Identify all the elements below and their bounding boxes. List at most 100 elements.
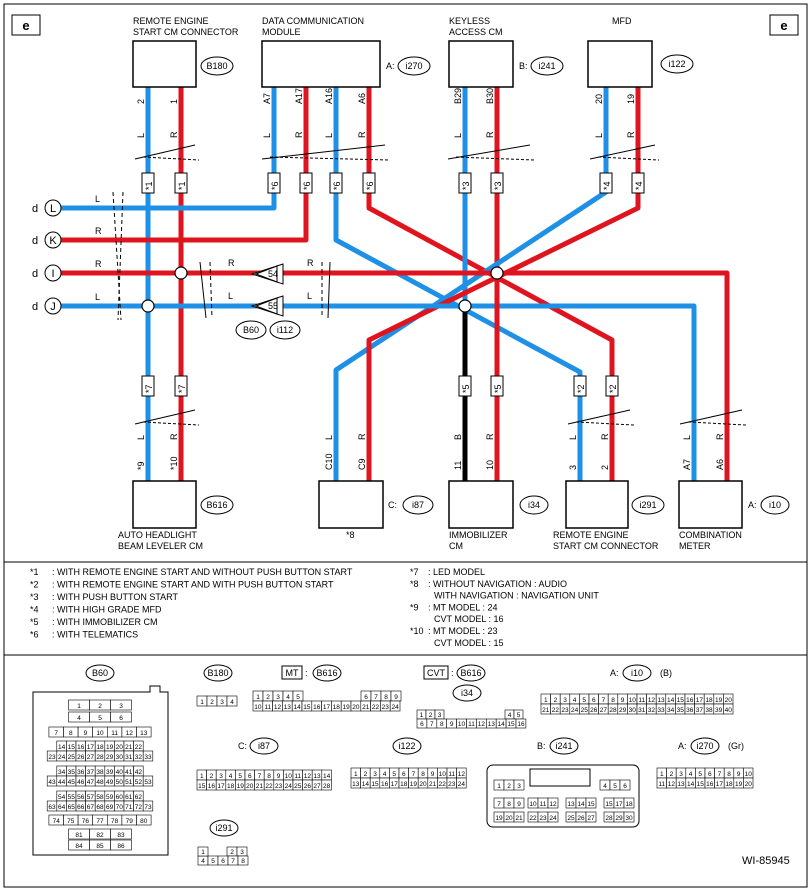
conn-i291-badge-ring (209, 819, 239, 837)
conn-i122-pin: 2 (364, 771, 368, 778)
bottom-module-unit8-prefix: C: (388, 500, 397, 510)
conn-b60-pin: 19 (106, 744, 114, 751)
conn-b616-colon: : (305, 668, 308, 678)
conn-b616c-tag-box (423, 665, 449, 680)
wirecolor-top-7: R (485, 131, 495, 138)
conn-b616-c-pin: 24 (391, 704, 399, 711)
conn-i270-pin: 20 (745, 781, 753, 788)
conn-i87-prefix: C: (238, 741, 247, 751)
conn-i241-r3c-cell (585, 811, 597, 823)
conn-i241-r1a-pin: 3 (517, 783, 521, 790)
wirecolor-top-1: R (169, 131, 179, 138)
wirecolor-top-3: R (294, 131, 304, 138)
conn-b60-pin: 56 (77, 794, 85, 801)
conn-i122-pin: 6 (402, 771, 406, 778)
conn-i241-r1b-pin: 4 (603, 783, 607, 790)
conn-b60-pin: 38 (96, 769, 104, 776)
note-right-key-5: *10 (410, 626, 424, 636)
conn-i241-r1a-pin: 1 (497, 783, 501, 790)
conn-i10-pin: 18 (705, 697, 713, 704)
conn-i34-a-pin: 2 (429, 712, 433, 719)
shield-dash-top-2 (455, 156, 535, 161)
conn-i122-pin: 19 (410, 781, 418, 788)
conn-b616-badge: B616 (316, 668, 337, 678)
note-box-top-5 (362, 172, 376, 194)
conn-i241-r3c-pin: 26 (577, 815, 585, 822)
conn-b60-cell (110, 839, 132, 851)
conn-i87-pin: 16 (208, 783, 216, 790)
conn-i241-r1a-pin: 2 (507, 783, 511, 790)
conn-i270-pin: 9 (737, 771, 741, 778)
bottom-module-unit8: C: i87 *8 (318, 480, 434, 540)
bottom-module-headlight-label1: AUTO HEADLIGHT (118, 530, 197, 540)
note-box-bottom-4 (573, 375, 587, 397)
conn-i241-r2a-pin: 7 (497, 801, 501, 808)
conn-i34-c-pin: 10 (458, 721, 466, 728)
conn-i270-pin: 4 (689, 771, 693, 778)
bottom-module-immob: i34 IMMOBILIZER CM (448, 480, 549, 551)
conn-i87-pin: 14 (323, 773, 331, 780)
note-top-3: *6 (302, 181, 312, 190)
wirecolor-bottom-8: L (682, 435, 692, 440)
conn-i241-r2a-cell (513, 797, 525, 809)
conn-i10-pin: 20 (725, 697, 733, 704)
conn-b60-cell (110, 828, 132, 840)
top-module-dcm-label2: MODULE (262, 27, 301, 37)
joint-badge-i112: i112 (277, 325, 293, 335)
conn-i87-pin: 4 (229, 773, 233, 780)
note-left-key-4: *5 (30, 617, 39, 627)
note-right-text-2: WITH NAVIGATION : NAVIGATION UNIT (434, 591, 599, 601)
shield-dash-top-3 (597, 156, 660, 161)
bottom-module-headlight: B616 AUTO HEADLIGHT BEAM LEVELER CM (118, 480, 234, 551)
wire-label-mid-3: L (307, 291, 312, 301)
conn-i241-r1b-pin: 6 (623, 783, 627, 790)
shield-dash-bottom-0 (142, 421, 200, 426)
bottom-module-meter: A: i10 COMBINATION METER (678, 480, 790, 551)
pin-top-8: 20 (594, 94, 604, 104)
conn-i270-pin: 7 (718, 771, 722, 778)
conn-i87-pin: 20 (246, 783, 254, 790)
conn-i34-c-pin: 6 (420, 721, 424, 728)
conn-b60-pin: 2 (98, 703, 102, 710)
conn-i10-pin: 22 (552, 707, 560, 714)
conn-b60-pin: 78 (111, 818, 119, 825)
conn-i241-r3d-cell (623, 811, 635, 823)
conn-i10-pin: 14 (667, 697, 675, 704)
pin-bottom-9: A6 (715, 459, 725, 470)
conn-b60-pin: 6 (119, 715, 123, 722)
conn-i122-pin: 1 (354, 771, 358, 778)
conn-i241-r2c-pin: 13 (567, 801, 575, 808)
top-module-dcm-prefix: A: (386, 61, 395, 71)
conn-i241-r3a-pin: 21 (515, 815, 523, 822)
joint-pin-54: 54 (268, 269, 278, 279)
conn-i10-pin: 10 (629, 697, 637, 704)
conn-b60-pin: 62 (135, 794, 143, 801)
conn-i241-badge: i241 (555, 741, 572, 751)
conn-b60-pin: 22 (135, 744, 143, 751)
note-top-6: *3 (461, 181, 471, 190)
conn-i122-pin: 5 (392, 771, 396, 778)
conn-i241-r2b-pin: 12 (549, 801, 557, 808)
wirecolor-bottom-7: R (600, 433, 610, 440)
wire-label-mid-0: R (228, 258, 235, 268)
wirecolor-top-8: L (594, 133, 604, 138)
conn-b60-pin: 25 (68, 754, 76, 761)
conn-b616-c-pin: 17 (323, 704, 331, 711)
conn-b60-pin: 83 (117, 832, 125, 839)
pin-top-5: A6 (357, 93, 367, 104)
bottom-module-meter-badge: i10 (769, 500, 781, 510)
conn-b60-pin: 79 (126, 818, 134, 825)
bottom-module-headlight-label2: BEAM LEVELER CM (118, 541, 203, 551)
conn-i241-r1b-pin: 5 (613, 783, 617, 790)
note-top-7: *3 (493, 181, 503, 190)
conn-i270-pin: 13 (677, 781, 685, 788)
conn-i34-c-pin: 7 (430, 721, 434, 728)
conn-i241-r2d-pin: 18 (625, 801, 633, 808)
conn-b616-a-pin: 1 (256, 694, 260, 701)
bottom-module-unit8-label1: *8 (346, 530, 355, 540)
note-top-9: *4 (634, 181, 644, 190)
note-box-top-4 (329, 172, 343, 194)
conn-b60-pin: 35 (68, 769, 76, 776)
conn-i241-r2a-pin: 9 (517, 801, 521, 808)
